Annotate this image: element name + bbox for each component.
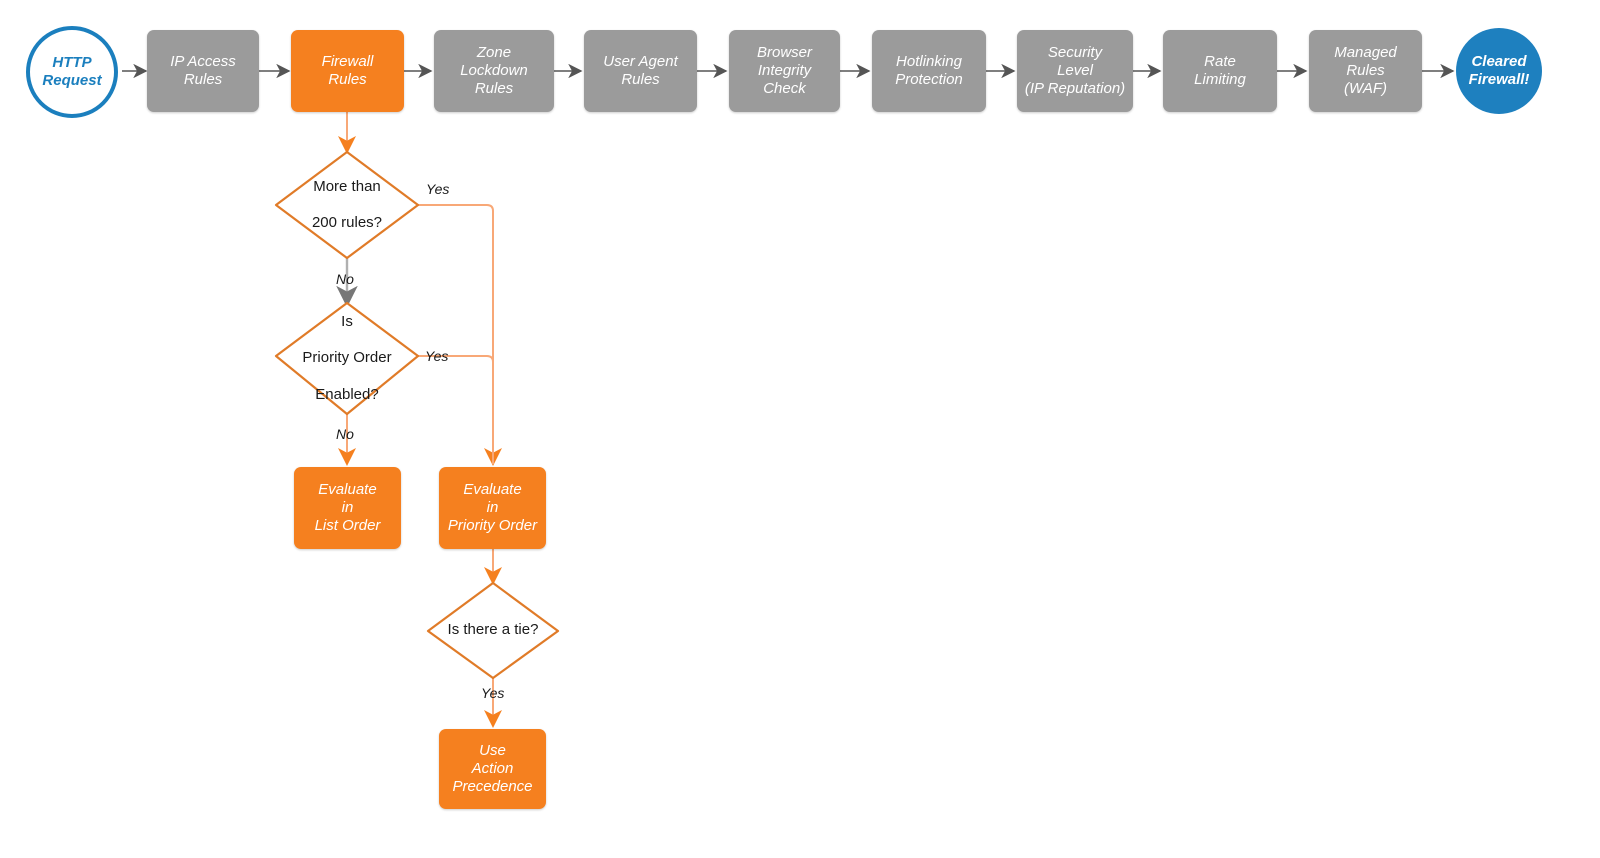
decision-is-there-a-tie[interactable]: Is there a tie? [428, 583, 558, 678]
edge-label-tie-yes: Yes [481, 685, 505, 701]
node-managed-rules-waf-label: Managed Rules (WAF) [1334, 44, 1397, 97]
decision-is-there-a-tie-label: Is there a tie? [447, 621, 539, 639]
node-user-agent-rules-label: User Agent Rules [603, 53, 678, 88]
node-http-request[interactable]: HTTP Request [26, 26, 118, 118]
edge-priority-yes-to-priorityorder [418, 355, 494, 464]
node-rate-limiting[interactable]: Rate Limiting [1163, 30, 1277, 112]
node-evaluate-in-list-order[interactable]: Evaluate in List Order [294, 467, 401, 549]
node-managed-rules-waf[interactable]: Managed Rules (WAF) [1309, 30, 1422, 112]
node-cleared-firewall[interactable]: Cleared Firewall! [1456, 28, 1542, 114]
node-security-level-label: Security Level (IP Reputation) [1024, 44, 1126, 97]
node-evaluate-in-priority-order-label: Evaluate in Priority Order [447, 481, 538, 534]
node-ip-access-rules-label: IP Access Rules [170, 53, 236, 88]
node-zone-lockdown-rules-label: Zone Lockdown Rules [460, 44, 528, 97]
node-firewall-rules[interactable]: Firewall Rules [291, 30, 404, 112]
node-http-request-label: HTTP Request [42, 54, 102, 89]
edge-label-more200-yes: Yes [426, 181, 450, 197]
edge-label-priority-yes: Yes [425, 348, 449, 364]
decision-is-priority-order-enabled[interactable]: Is Priority Order Enabled? [276, 303, 418, 414]
node-security-level[interactable]: Security Level (IP Reputation) [1017, 30, 1133, 112]
node-cleared-firewall-label: Cleared Firewall! [1468, 53, 1530, 88]
node-browser-integrity-check[interactable]: Browser Integrity Check [729, 30, 840, 112]
edge-more200-yes-to-priorityorder [418, 204, 502, 466]
decision-more-than-200-rules[interactable]: More than 200 rules? [276, 152, 418, 258]
node-hotlinking-protection-label: Hotlinking Protection [895, 53, 963, 88]
node-browser-integrity-check-label: Browser Integrity Check [756, 44, 812, 97]
node-hotlinking-protection[interactable]: Hotlinking Protection [872, 30, 986, 112]
node-ip-access-rules[interactable]: IP Access Rules [147, 30, 259, 112]
edge-label-priority-no: No [336, 426, 354, 442]
node-rate-limiting-label: Rate Limiting [1194, 53, 1246, 88]
node-use-action-precedence-label: Use Action Precedence [452, 742, 533, 795]
node-evaluate-in-priority-order[interactable]: Evaluate in Priority Order [439, 467, 546, 549]
decision-is-priority-order-enabled-label: Is Priority Order Enabled? [302, 312, 392, 403]
node-evaluate-in-list-order-label: Evaluate in List Order [314, 481, 381, 534]
edge-label-more200-no: No [336, 271, 354, 287]
node-firewall-rules-label: Firewall Rules [321, 53, 374, 88]
node-use-action-precedence[interactable]: Use Action Precedence [439, 729, 546, 809]
decision-more-than-200-rules-label: More than 200 rules? [311, 177, 383, 232]
node-user-agent-rules[interactable]: User Agent Rules [584, 30, 697, 112]
node-zone-lockdown-rules[interactable]: Zone Lockdown Rules [434, 30, 554, 112]
